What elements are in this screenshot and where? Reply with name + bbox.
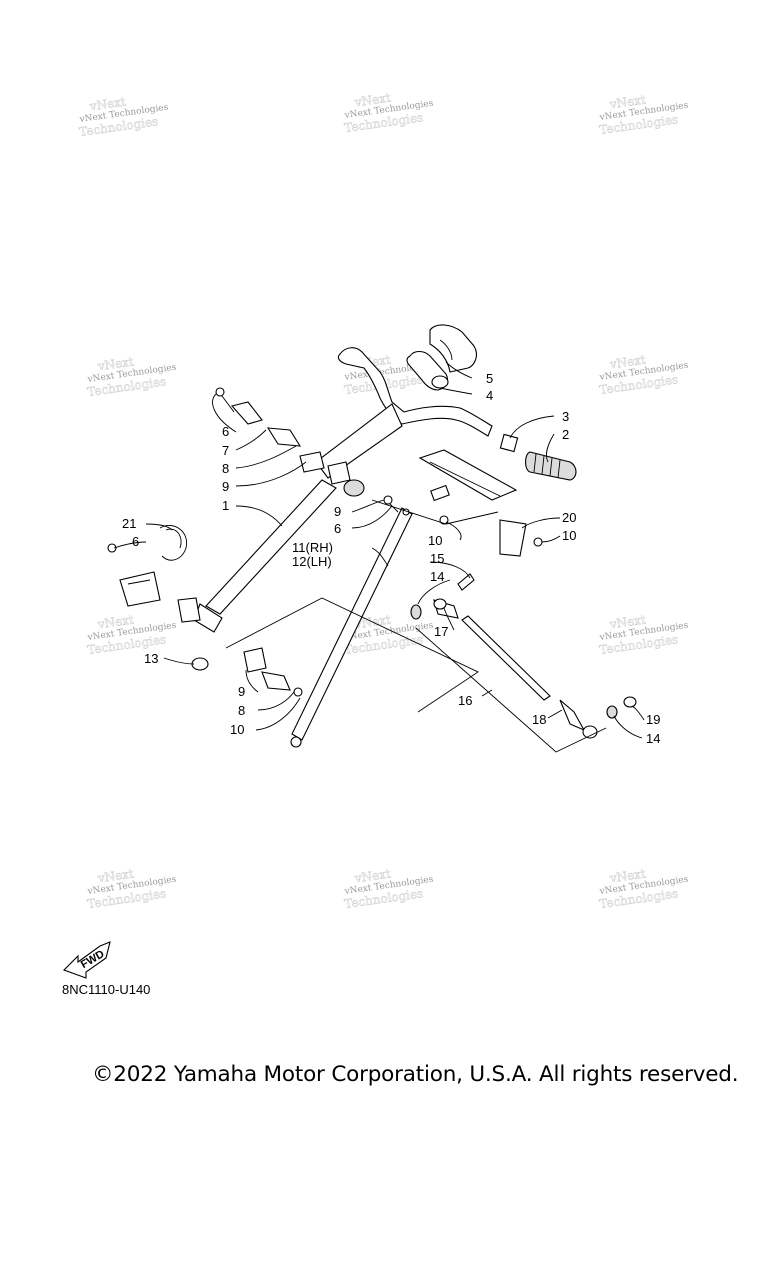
svg-text:vNext: vNext xyxy=(608,353,647,372)
callout-1: 1 xyxy=(222,498,229,513)
callout-9: 9 xyxy=(334,504,341,519)
svg-text:vNext: vNext xyxy=(608,867,647,886)
mid-bolt-6 xyxy=(383,495,399,513)
callout-6: 6 xyxy=(132,534,139,549)
watermarks: vNext vNext Technologies Technologies vN… xyxy=(78,90,689,911)
callout-14: 14 xyxy=(430,569,444,584)
svg-text:vNext: vNext xyxy=(96,613,135,632)
watermark: vNext vNext Technologies Technologies xyxy=(78,94,169,139)
callout-3: 3 xyxy=(562,409,569,424)
callout-10: 10 xyxy=(428,533,442,548)
callout-10: 10 xyxy=(562,528,576,543)
handlebar xyxy=(315,347,493,479)
callout-19: 19 xyxy=(646,712,660,727)
callout-16: 16 xyxy=(458,693,472,708)
svg-text:vNext: vNext xyxy=(608,613,647,632)
watermark: vNext vNext Technologies Technologies xyxy=(86,866,177,911)
watermark: vNext vNext Technologies Technologies xyxy=(598,92,689,137)
callout-15: 15 xyxy=(430,551,444,566)
callout-5: 5 xyxy=(486,371,493,386)
plate-20 xyxy=(499,519,543,557)
callout-4: 4 xyxy=(486,388,493,403)
callout-18: 18 xyxy=(532,712,546,727)
collar-3 xyxy=(499,433,519,453)
callout-7: 7 xyxy=(222,443,229,458)
copyright-notice: ©2022 Yamaha Motor Corporation, U.S.A. A… xyxy=(92,1062,739,1087)
callout-20: 20 xyxy=(562,510,576,525)
callout-6: 6 xyxy=(222,424,229,439)
callout-9: 9 xyxy=(222,479,229,494)
rod-end-18 xyxy=(559,699,598,739)
grip-cover-5 xyxy=(429,324,477,373)
nut-19-washer-14 xyxy=(606,696,637,719)
callout-17: 17 xyxy=(434,624,448,639)
svg-text:vNext: vNext xyxy=(353,91,392,110)
leader-lines xyxy=(113,361,645,739)
callout-6: 6 xyxy=(334,521,341,536)
lower-left-bracket xyxy=(107,543,201,623)
watermark: vNext vNext Technologies Technologies xyxy=(343,90,434,135)
watermark: vNext vNext Technologies Technologies xyxy=(598,612,689,657)
clamp-7 xyxy=(230,401,263,425)
band-21 xyxy=(159,525,188,561)
callouts: 5 4 3 2 6 7 8 9 1 9 6 11(RH) 12(LH) 10 2… xyxy=(122,371,660,746)
phantom-lines xyxy=(225,499,607,753)
callout-8: 8 xyxy=(238,703,245,718)
callout-11: 11(RH) xyxy=(292,540,333,555)
callout-21: 21 xyxy=(122,516,136,531)
callout-10: 10 xyxy=(230,722,244,737)
rod-16 xyxy=(461,615,551,701)
fwd-arrow-icon: FWD xyxy=(63,941,111,979)
callout-14: 14 xyxy=(646,731,660,746)
svg-text:vNext: vNext xyxy=(96,355,135,374)
callout-12: 12(LH) xyxy=(292,554,332,569)
throttle-grip-2 xyxy=(524,451,577,481)
diagram-code: 8NC1110-U140 xyxy=(62,982,151,997)
svg-text:vNext: vNext xyxy=(88,95,127,114)
svg-text:vNext: vNext xyxy=(353,867,392,886)
nut-13 xyxy=(191,657,209,671)
rod-end-17 xyxy=(433,598,459,619)
watermark: vNext vNext Technologies Technologies xyxy=(343,866,434,911)
watermark: vNext vNext Technologies Technologies xyxy=(86,612,177,657)
washer-14-top xyxy=(410,604,422,620)
watermark: vNext vNext Technologies Technologies xyxy=(598,352,689,397)
clamp-9 xyxy=(299,451,365,497)
svg-text:vNext: vNext xyxy=(96,867,135,886)
callout-8: 8 xyxy=(222,461,229,476)
callout-2: 2 xyxy=(562,427,569,442)
bolt-15 xyxy=(457,573,475,591)
upper-bolt-6 xyxy=(215,387,235,413)
bracket-plate xyxy=(418,449,518,525)
callout-13: 13 xyxy=(144,651,158,666)
callout-9: 9 xyxy=(238,684,245,699)
watermark: vNext vNext Technologies Technologies xyxy=(598,866,689,911)
clamp-8 xyxy=(266,427,302,447)
lower-clamp-9-8 xyxy=(243,647,303,697)
grip-4 xyxy=(406,350,449,391)
svg-text:vNext: vNext xyxy=(608,93,647,112)
steering-column-1 xyxy=(193,479,337,633)
watermark: vNext vNext Technologies Technologies xyxy=(86,354,177,399)
